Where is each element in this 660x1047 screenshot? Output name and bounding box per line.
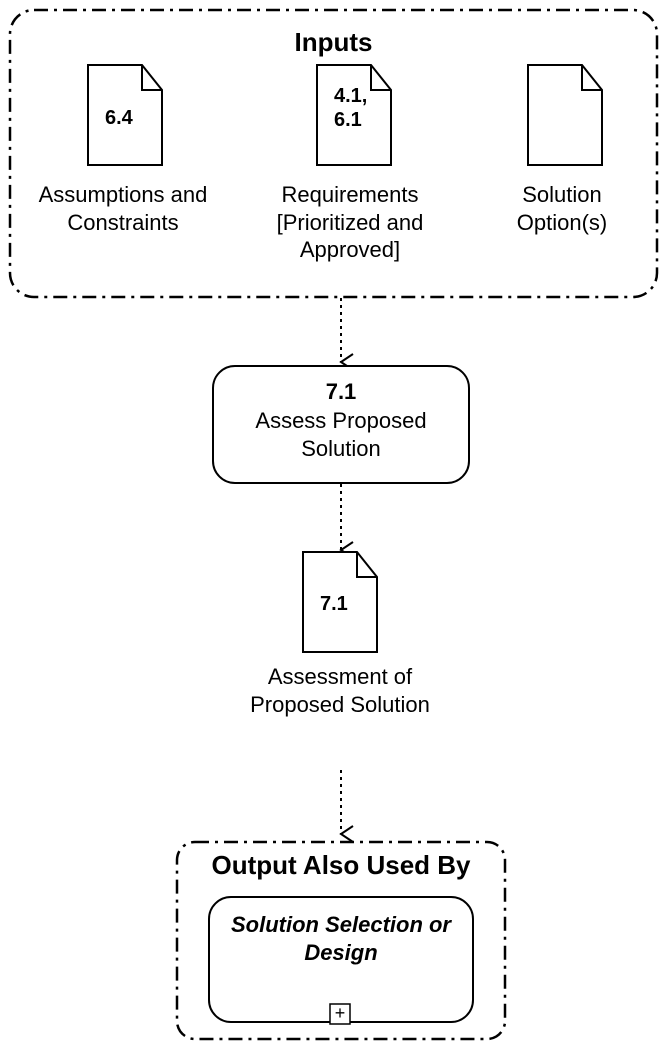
- task-number: 7.1: [325, 379, 357, 404]
- input-label-3: Solution Option(s): [516, 182, 608, 235]
- input-ref-2: 4.1, 6.1: [334, 85, 368, 131]
- also-used-by-title: Output Also Used By: [211, 850, 471, 880]
- output-label: Assessment of Proposed Solution: [250, 664, 430, 717]
- input-label-2: Requirements [Prioritized and Approved]: [276, 182, 424, 262]
- input-label-1: Assumptions and Constraints: [38, 182, 208, 235]
- input-ref-1: 6.4: [105, 107, 133, 129]
- document-icon: [527, 64, 603, 166]
- document-icon: [302, 551, 378, 653]
- task-box[interactable]: [212, 365, 470, 484]
- output-ref: 7.1: [320, 593, 348, 615]
- inputs-group-border: [8, 8, 659, 299]
- also-used-by-group-border: [175, 840, 507, 1041]
- expand-icon[interactable]: [329, 1003, 351, 1025]
- expand-symbol: +: [334, 1003, 346, 1023]
- related-task-label: Solution Selection or Design: [230, 912, 451, 965]
- document-icon: [87, 64, 163, 166]
- document-icon: [316, 64, 392, 166]
- inputs-title: Inputs: [294, 27, 373, 57]
- task-name: Assess Proposed Solution: [255, 408, 427, 461]
